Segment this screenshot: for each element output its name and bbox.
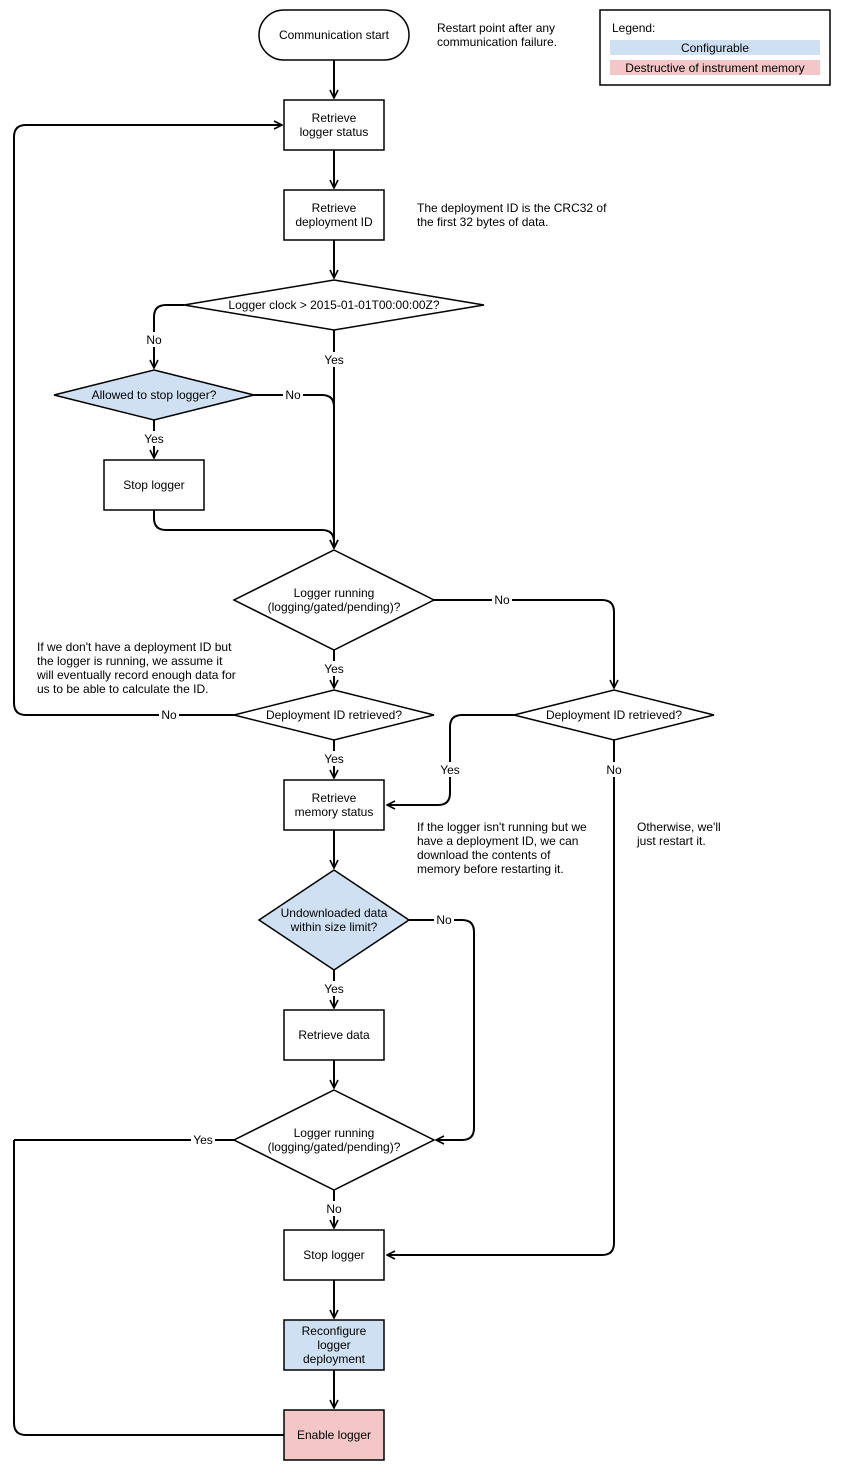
svg-text:within size limit?: within size limit? <box>290 920 378 934</box>
label-clock-yes: Yes <box>324 353 344 367</box>
svg-text:Enable logger: Enable logger <box>297 1428 371 1442</box>
note-logger-not-running: If the logger isn't running but we have … <box>417 820 587 876</box>
svg-text:Communication start: Communication start <box>279 28 390 42</box>
edge-depid-right-no <box>387 740 615 1255</box>
svg-text:If we don't have a deployment: If we don't have a deployment ID but <box>37 640 232 654</box>
edge-clock-no <box>154 304 184 368</box>
svg-text:(logging/gated/pending)?: (logging/gated/pending)? <box>268 600 401 614</box>
node-retrieve-data[interactable]: Retrieve data <box>283 1009 385 1061</box>
legend-destructive-swatch <box>610 60 820 75</box>
edge-depid-left-no <box>13 125 282 716</box>
svg-text:deployment: deployment <box>303 1352 366 1366</box>
svg-text:Retrieve: Retrieve <box>312 791 357 805</box>
node-communication-start[interactable]: Communication start <box>258 9 410 61</box>
node-clock-check[interactable]: Logger clock > 2015-01-01T00:00:00Z? <box>183 279 485 331</box>
svg-text:Retrieve: Retrieve <box>312 201 357 215</box>
edge-stop1-to-running1 <box>153 510 334 548</box>
label-allowed-yes: Yes <box>144 432 164 446</box>
svg-text:logger: logger <box>317 1338 350 1352</box>
label-undownloaded-no: No <box>436 913 452 927</box>
label-running2-no: No <box>326 1202 342 1216</box>
svg-text:logger status: logger status <box>300 125 369 139</box>
svg-text:just restart it.: just restart it. <box>636 834 706 848</box>
note-deployment-crc: The deployment ID is the CRC32 of the fi… <box>417 201 607 229</box>
svg-text:The deployment ID is the CRC32: The deployment ID is the CRC32 of <box>417 201 607 215</box>
svg-text:Undownloaded data: Undownloaded data <box>281 906 388 920</box>
svg-text:have a deployment ID, we can: have a deployment ID, we can <box>417 834 578 848</box>
label-allowed-no: No <box>285 388 301 402</box>
edge-enable-loop-back <box>13 1140 284 1436</box>
svg-text:communication failure.: communication failure. <box>437 35 557 49</box>
svg-text:download the contents of: download the contents of <box>417 848 551 862</box>
svg-text:Stop logger: Stop logger <box>303 1248 364 1262</box>
svg-text:Otherwise, we'll: Otherwise, we'll <box>637 820 721 834</box>
legend-destructive-label: Destructive of instrument memory <box>625 61 804 75</box>
note-no-deployment-id: If we don't have a deployment ID but the… <box>36 640 236 696</box>
node-retrieve-memory-status[interactable]: Retrieve memory status <box>283 779 385 831</box>
node-stop-logger-1[interactable]: Stop logger <box>103 459 205 511</box>
svg-text:(logging/gated/pending)?: (logging/gated/pending)? <box>268 1140 401 1154</box>
svg-text:Retrieve: Retrieve <box>312 111 357 125</box>
svg-text:Allowed to stop logger?: Allowed to stop logger? <box>92 388 217 402</box>
label-clock-no: No <box>146 333 162 347</box>
label-running2-yes: Yes <box>193 1133 213 1147</box>
svg-text:memory before restarting it.: memory before restarting it. <box>417 862 564 876</box>
node-retrieve-logger-status[interactable]: Retrieve logger status <box>283 99 385 151</box>
edge-labels: No Yes No Yes No Yes No Yes Yes No No Ye… <box>142 332 624 1216</box>
svg-text:the logger is running, we assu: the logger is running, we assume it <box>37 654 223 668</box>
svg-text:If the logger isn't running bu: If the logger isn't running but we <box>417 820 587 834</box>
node-allowed-to-stop[interactable]: Allowed to stop logger? <box>53 369 255 421</box>
label-undownloaded-yes: Yes <box>324 982 344 996</box>
node-retrieve-deployment-id[interactable]: Retrieve deployment ID <box>283 189 385 241</box>
node-logger-running-1[interactable]: Logger running (logging/gated/pending)? <box>232 549 436 651</box>
node-enable-logger[interactable]: Enable logger <box>283 1409 385 1461</box>
nodes: Communication start Retrieve logger stat… <box>53 9 715 1461</box>
legend-title: Legend: <box>612 21 655 35</box>
svg-text:Restart point after any: Restart point after any <box>437 21 555 35</box>
node-logger-running-2[interactable]: Logger running (logging/gated/pending)? <box>232 1089 436 1191</box>
label-running1-yes: Yes <box>324 662 344 676</box>
svg-text:Deployment ID retrieved?: Deployment ID retrieved? <box>266 708 402 722</box>
edge-running1-no <box>434 599 614 688</box>
note-otherwise-restart: Otherwise, we'll just restart it. <box>636 820 721 848</box>
svg-text:will eventually record enough: will eventually record enough data for <box>36 668 236 682</box>
edge-depid-right-yes <box>387 714 514 805</box>
svg-text:Logger clock > 2015-01-01T00:0: Logger clock > 2015-01-01T00:00:00Z? <box>228 298 439 312</box>
note-restart-point: Restart point after any communication fa… <box>437 21 557 49</box>
svg-text:Stop logger: Stop logger <box>123 478 184 492</box>
node-reconfigure-deployment[interactable]: Reconfigure logger deployment <box>283 1319 385 1371</box>
edges <box>13 60 615 1436</box>
label-depid-left-no: No <box>161 708 177 722</box>
legend-configurable-label: Configurable <box>681 41 749 55</box>
svg-text:Deployment ID retrieved?: Deployment ID retrieved? <box>546 708 682 722</box>
label-running1-no: No <box>494 593 510 607</box>
svg-text:Logger running: Logger running <box>294 586 375 600</box>
label-depid-right-no: No <box>606 763 622 777</box>
node-deployment-id-right[interactable]: Deployment ID retrieved? <box>513 689 715 741</box>
notes: Restart point after any communication fa… <box>36 21 721 876</box>
edge-allowed-no <box>254 394 334 548</box>
label-depid-left-yes: Yes <box>324 752 344 766</box>
node-undownloaded-data[interactable]: Undownloaded data within size limit? <box>257 869 411 971</box>
svg-text:us to be able to calculate the: us to be able to calculate the ID. <box>37 682 208 696</box>
svg-text:Reconfigure: Reconfigure <box>302 1324 367 1338</box>
svg-text:memory status: memory status <box>295 805 374 819</box>
edge-undownloaded-no <box>409 919 475 1140</box>
svg-text:Retrieve data: Retrieve data <box>298 1028 370 1042</box>
node-stop-logger-2[interactable]: Stop logger <box>283 1229 385 1281</box>
svg-text:Logger running: Logger running <box>294 1126 375 1140</box>
svg-text:the first 32 bytes of data.: the first 32 bytes of data. <box>417 215 548 229</box>
legend-configurable-swatch <box>610 40 820 55</box>
svg-text:deployment ID: deployment ID <box>295 215 373 229</box>
legend: Legend: Configurable Destructive of inst… <box>599 9 831 86</box>
node-deployment-id-left[interactable]: Deployment ID retrieved? <box>233 689 435 741</box>
label-depid-right-yes: Yes <box>440 763 460 777</box>
